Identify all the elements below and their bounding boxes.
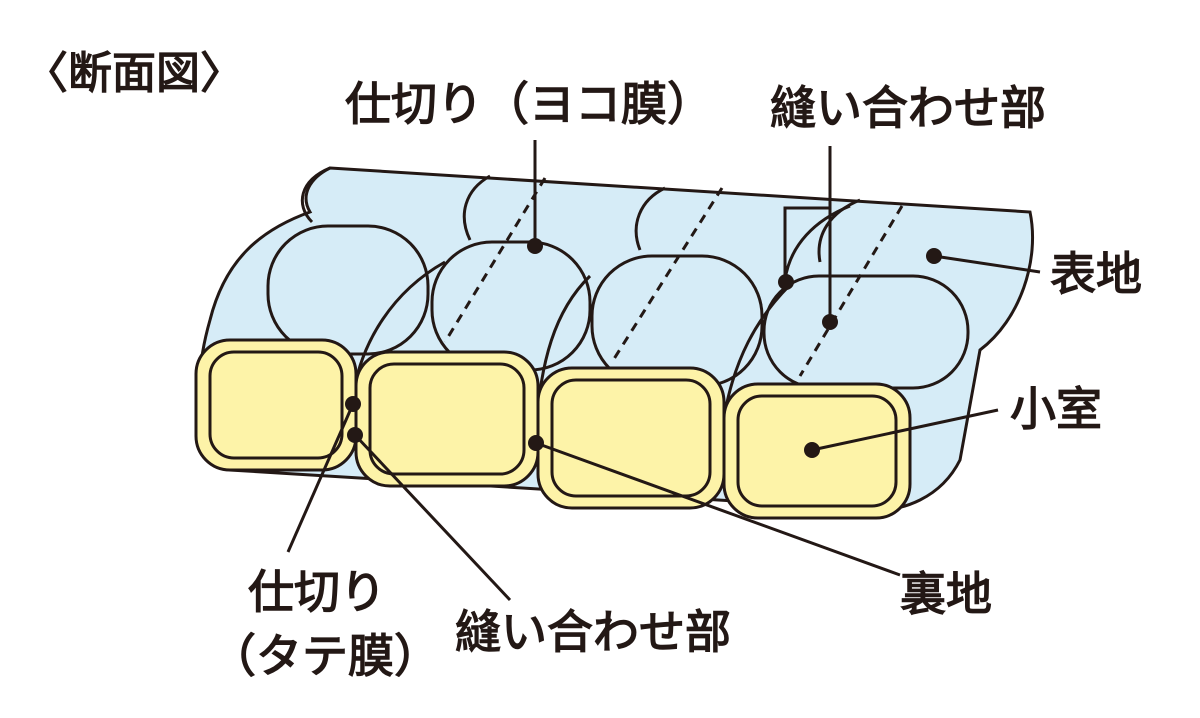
dot-inner <box>528 435 544 451</box>
label-chamber: 小室 <box>1010 382 1102 436</box>
dot-yoko <box>527 238 543 254</box>
dot-outer <box>926 248 942 264</box>
back-cushion-4 <box>762 274 970 390</box>
back-bump-arcs <box>300 166 861 263</box>
seam-bracket <box>783 206 830 280</box>
label-seam-top: 縫い合わせ部 <box>770 81 1046 135</box>
label-seam-bottom: 縫い合わせ部 <box>455 605 731 659</box>
label-tate-line2: （タテ膜） <box>210 629 440 683</box>
leader-lines <box>286 140 1041 602</box>
front-chambers <box>194 338 912 520</box>
tate-membrane-curves <box>350 204 851 441</box>
label-yoko-membrane: 仕切り（ヨコ膜） <box>345 77 713 131</box>
label-tate-line1: 仕切り <box>248 565 386 619</box>
label-inner-fabric: 裏地 <box>900 567 992 621</box>
dot-seam-bottom <box>347 427 363 443</box>
dot-tate <box>345 396 361 412</box>
leader-dots <box>345 238 942 458</box>
dot-seam-top-b <box>822 314 838 330</box>
diagram-title: 〈断面図〉 <box>24 48 244 99</box>
dot-chamber <box>804 442 820 458</box>
yoko-membrane-dashes <box>443 177 904 377</box>
chamber-3 <box>536 366 726 510</box>
back-cushion-1 <box>266 224 430 356</box>
dot-seam-top-a <box>778 274 794 290</box>
label-outer-fabric: 表地 <box>1050 247 1142 301</box>
